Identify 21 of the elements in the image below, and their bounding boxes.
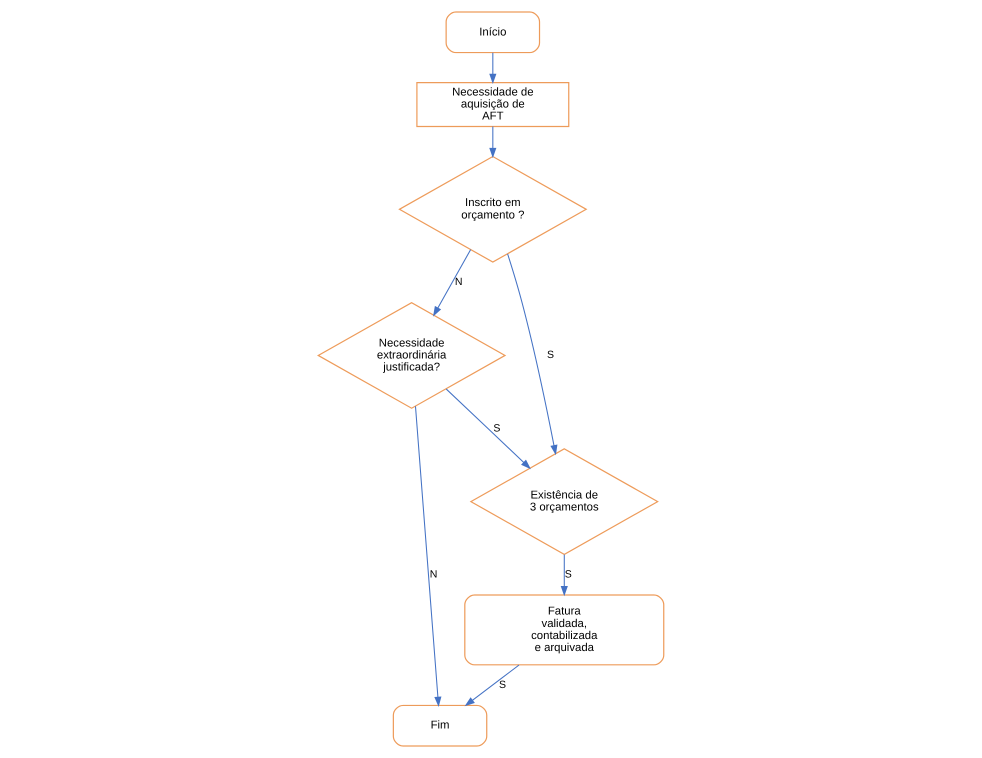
node-diamond: Necessidade extraordinária justificada? — [317, 302, 506, 409]
arrow — [446, 388, 531, 470]
edge-label: S — [493, 422, 500, 434]
arrow — [489, 52, 496, 84]
node-box: Fatura validada, contabilizada e arquivada — [464, 594, 664, 666]
edge-label: N — [430, 568, 438, 580]
node-diamond: Existência de 3 orçamentos — [470, 448, 659, 556]
node-diamond: Inscrito em orçamento ? — [398, 156, 588, 263]
node-box: Início — [446, 11, 540, 54]
edge-label: S — [564, 568, 572, 580]
edge-label: N — [454, 276, 463, 288]
edge-label: S — [499, 678, 506, 691]
arrow — [433, 249, 472, 317]
node-box: Necessidade de aquisição de AFT — [416, 82, 570, 128]
arrow — [489, 126, 496, 158]
arrow — [560, 554, 568, 596]
arrow — [414, 406, 442, 707]
node-box: Fim — [392, 704, 488, 747]
arrow — [507, 254, 558, 456]
arrow — [464, 664, 520, 706]
edge-label: S — [546, 349, 554, 362]
